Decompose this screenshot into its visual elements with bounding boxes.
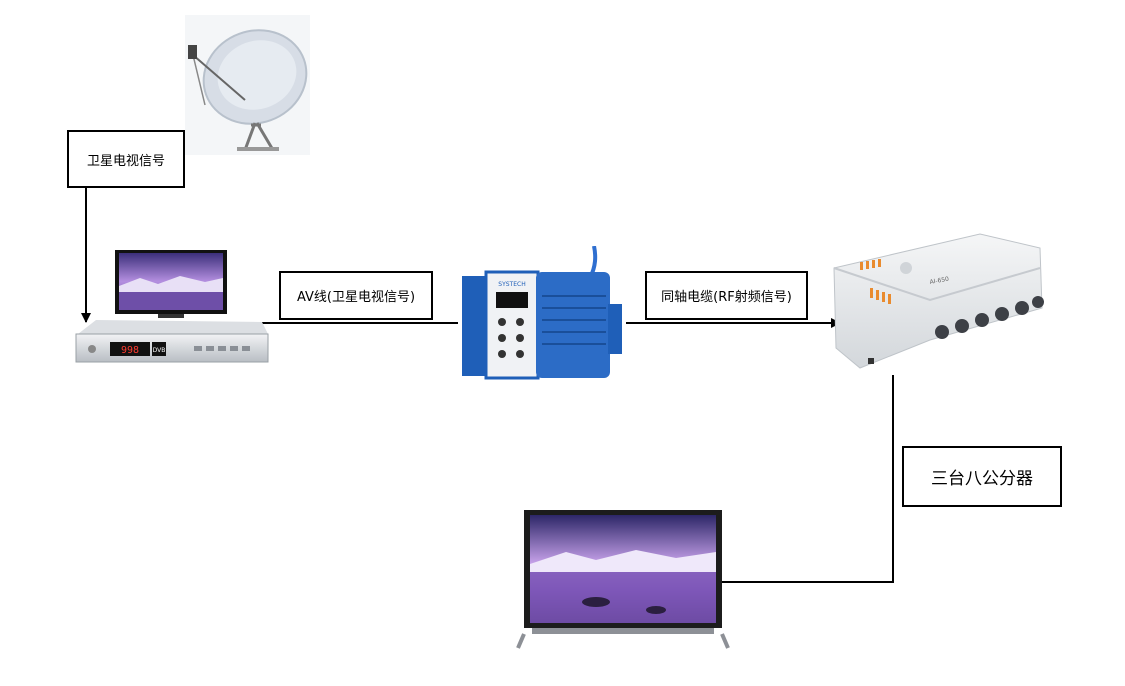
satellite-dish-icon: [185, 15, 310, 155]
stb-dvb-logo: DVB: [153, 347, 166, 354]
splitter-label: 三台八公分器: [902, 446, 1062, 507]
set-top-box-icon: 998 DVB: [75, 320, 269, 363]
splitter-text: 三台八公分器: [931, 469, 1033, 489]
stb-display-digits: 998: [121, 345, 139, 356]
flat-tv-icon: [516, 510, 730, 649]
av-cable-label: AV线(卫星电视信号): [279, 271, 433, 320]
coax-cable-text: 同轴电缆(RF射频信号): [661, 290, 792, 305]
av-cable-text: AV线(卫星电视信号): [296, 290, 416, 305]
modulator-icon: SYSTECH: [458, 246, 626, 380]
coax-cable-label: 同轴电缆(RF射频信号): [645, 271, 808, 320]
satellite-signal-label: 卫星电视信号: [67, 130, 185, 188]
split-to-tv-line: [709, 375, 894, 587]
television-icon: [115, 250, 227, 318]
splitter-icon: AI-650: [833, 233, 1044, 369]
modulator-brand-text: SYSTECH: [498, 281, 525, 288]
splitter-model-text: AI-650: [929, 276, 950, 286]
satellite-signal-text: 卫星电视信号: [86, 153, 165, 169]
